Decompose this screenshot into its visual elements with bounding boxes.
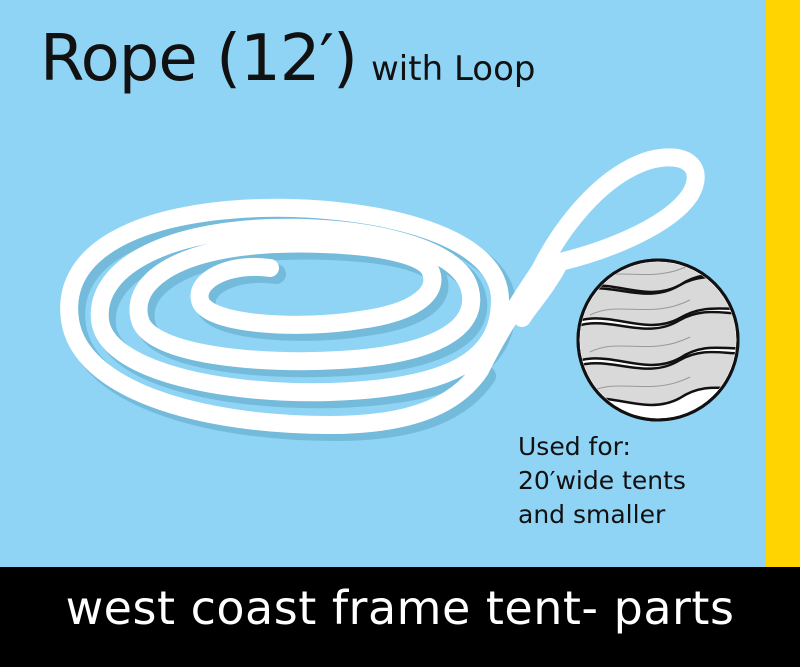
title-main: Rope (12′) [40, 22, 358, 96]
rope-detail-magnifier [576, 258, 740, 422]
usage-line-1: Used for: [518, 432, 631, 461]
product-title: Rope (12′) with Loop [40, 22, 535, 96]
rope-illustration [60, 148, 740, 442]
usage-line-3: and smaller [518, 500, 666, 529]
rope-loop [531, 148, 705, 279]
footer-banner: west coast frame tent- parts [0, 567, 800, 667]
title-sub: with Loop [371, 49, 536, 89]
usage-note: Used for: 20′wide tents and smaller [518, 430, 686, 532]
accent-stripe [766, 0, 800, 567]
rope-coil [60, 148, 705, 434]
usage-line-2: 20′wide tents [518, 466, 686, 495]
footer-text: west coast frame tent- parts [65, 581, 735, 635]
